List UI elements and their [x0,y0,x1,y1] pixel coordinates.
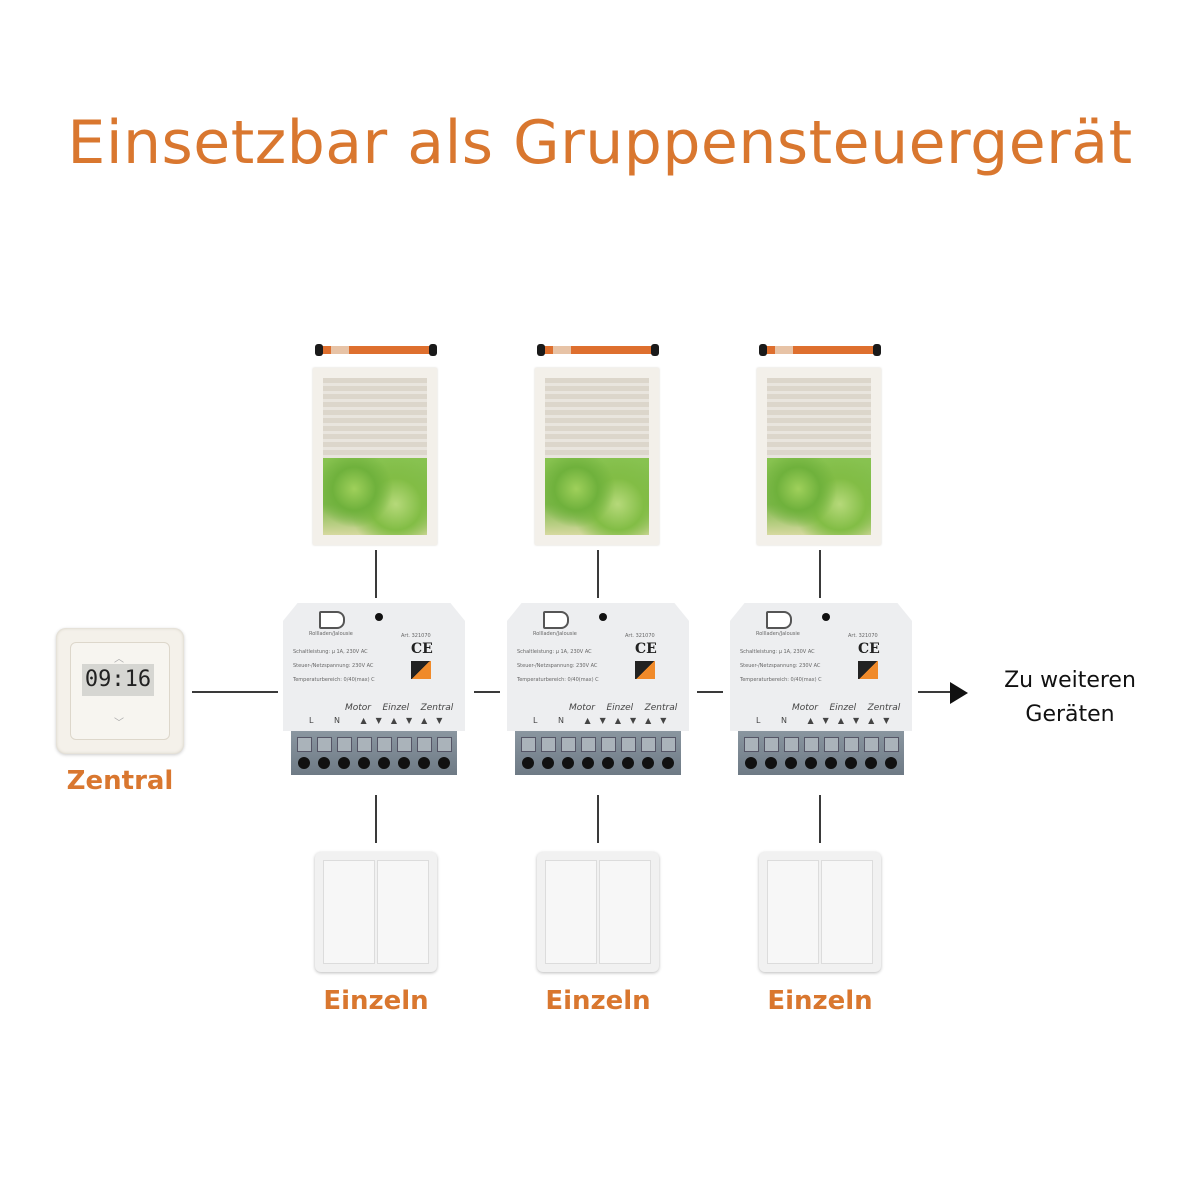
central-timer-switch: ︿ 09:16 ﹀ [56,628,184,754]
connector-line [819,795,821,843]
actuator-module-2: Rollladen/Jalousie Art. 321070 Schaltlei… [507,603,689,775]
wall-switch-3 [759,852,881,972]
module-button-icon [543,611,569,629]
arrow-right-icon [950,682,968,704]
tubular-motor-icon [315,344,437,356]
brand-logo-icon [635,661,655,679]
connector-line [597,550,599,598]
ce-mark: CE [858,641,880,657]
switch-label-2: Einzeln [545,986,651,1016]
page-title: Einsetzbar als Gruppensteuergerät [67,108,1133,178]
window-shutter-icon [535,368,659,545]
central-label: Zentral [66,766,174,796]
terminal-block [738,731,904,775]
connector-line [819,550,821,598]
connector-line [474,691,500,693]
module-button-icon [319,611,345,629]
module-button-icon [766,611,792,629]
actuator-module-3: Rollladen/Jalousie Art. 321070 Schaltlei… [730,603,912,775]
terminal-block [291,731,457,775]
led-icon [599,613,607,621]
connector-line [918,691,952,693]
wall-switch-1 [315,852,437,972]
connector-line [192,691,278,693]
led-icon [375,613,383,621]
connector-line [597,795,599,843]
actuator-module-1: Rollladen/Jalousie Art. 321070 Schaltlei… [283,603,465,775]
lcd-display: 09:16 [82,664,154,696]
brand-logo-icon [858,661,878,679]
terminal-block [515,731,681,775]
brand-logo-icon [411,661,431,679]
chevron-up-icon: ︿ [114,654,124,665]
window-shutter-icon [313,368,437,545]
connector-line [375,550,377,598]
tubular-motor-icon [537,344,659,356]
tubular-motor-icon [759,344,881,356]
switch-label-3: Einzeln [767,986,873,1016]
chevron-down-icon: ﹀ [114,718,124,729]
wall-switch-2 [537,852,659,972]
connector-line [375,795,377,843]
window-shutter-icon [757,368,881,545]
ce-mark: CE [635,641,657,657]
connector-line [697,691,723,693]
switch-label-1: Einzeln [323,986,429,1016]
led-icon [822,613,830,621]
more-devices-label: Zu weiteren Geräten [1004,668,1136,727]
ce-mark: CE [411,641,433,657]
